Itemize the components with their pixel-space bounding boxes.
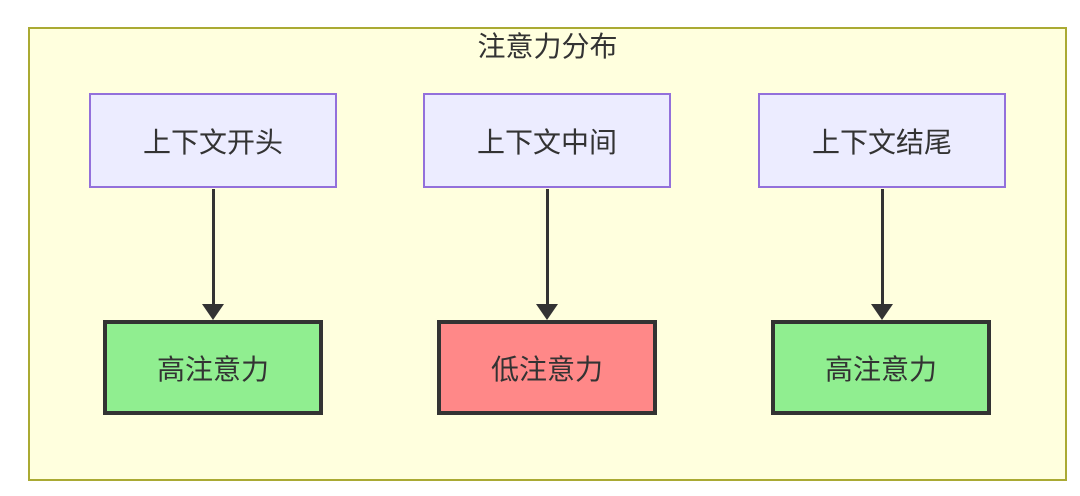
- node-label: 低注意力: [490, 353, 603, 385]
- node-context-start: 上下文开头: [89, 93, 337, 188]
- arrowhead-icon: [871, 304, 893, 320]
- node-label: 上下文中间: [476, 126, 617, 158]
- node-label: 上下文开头: [142, 126, 283, 158]
- node-context-end: 上下文结尾: [758, 93, 1006, 188]
- node-context-middle: 上下文中间: [423, 93, 671, 188]
- cluster-title: 注意力分布: [477, 31, 618, 62]
- node-label: 高注意力: [824, 353, 937, 385]
- arrowhead-icon: [202, 304, 224, 320]
- node-high-attention-left: 高注意力: [103, 320, 323, 415]
- node-high-attention-right: 高注意力: [771, 320, 991, 415]
- arrow-context-middle-to-low-attention: [536, 189, 558, 320]
- arrowhead-icon: [536, 304, 558, 320]
- arrow-shaft: [545, 189, 549, 305]
- node-label: 高注意力: [156, 353, 269, 385]
- arrow-context-start-to-high-attention: [202, 189, 224, 320]
- node-label: 上下文结尾: [811, 126, 952, 158]
- arrow-shaft: [211, 189, 215, 305]
- node-low-attention: 低注意力: [437, 320, 657, 415]
- arrow-shaft: [880, 189, 884, 305]
- arrow-context-end-to-high-attention: [871, 189, 893, 320]
